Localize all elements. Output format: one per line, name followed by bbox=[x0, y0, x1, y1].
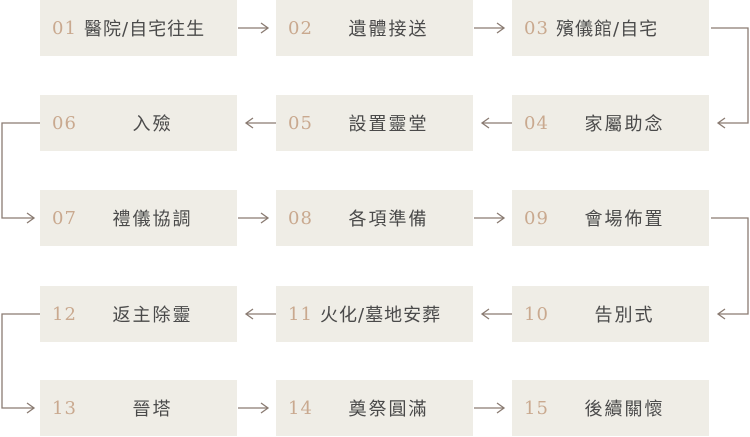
step-number: 02 bbox=[288, 17, 313, 39]
step-07: 07 禮儀協調 bbox=[40, 190, 237, 246]
arrow-14-15 bbox=[474, 402, 506, 414]
step-label: 告別式 bbox=[594, 305, 655, 326]
step-label: 禮儀協調 bbox=[112, 209, 193, 230]
step-number: 05 bbox=[288, 112, 313, 134]
step-14: 14 奠祭圓滿 bbox=[276, 380, 473, 436]
step-label: 會場佈置 bbox=[584, 209, 665, 230]
step-number: 13 bbox=[52, 397, 77, 419]
step-label: 各項準備 bbox=[348, 209, 429, 230]
elbow-12-13 bbox=[1, 313, 40, 414]
step-number: 12 bbox=[52, 303, 77, 325]
step-number: 07 bbox=[52, 207, 77, 229]
step-06: 06 入殮 bbox=[40, 95, 237, 151]
step-05: 05 設置靈堂 bbox=[276, 95, 473, 151]
step-number: 04 bbox=[524, 112, 549, 134]
step-15: 15 後續關懷 bbox=[512, 380, 709, 436]
step-label: 返主除靈 bbox=[112, 305, 193, 326]
arrow-02-03 bbox=[474, 22, 506, 34]
step-number: 03 bbox=[524, 17, 549, 39]
arrow-13-14 bbox=[238, 402, 270, 414]
elbow-03-04 bbox=[711, 27, 749, 129]
step-label: 入殮 bbox=[132, 114, 173, 135]
step-label: 醫院/自宅往生 bbox=[84, 19, 206, 40]
step-label: 火化/墓地安葬 bbox=[320, 305, 442, 326]
step-label: 家屬助念 bbox=[584, 114, 665, 135]
elbow-06-07 bbox=[1, 122, 40, 224]
arrow-01-02 bbox=[238, 22, 270, 34]
arrow-08-09 bbox=[474, 212, 506, 224]
step-08: 08 各項準備 bbox=[276, 190, 473, 246]
step-label: 晉塔 bbox=[132, 399, 173, 420]
step-number: 14 bbox=[288, 397, 313, 419]
step-12: 12 返主除靈 bbox=[40, 286, 237, 342]
elbow-09-10 bbox=[711, 217, 749, 320]
step-number: 09 bbox=[524, 207, 549, 229]
step-number: 15 bbox=[524, 397, 549, 419]
step-label: 後續關懷 bbox=[584, 399, 665, 420]
step-09: 09 會場佈置 bbox=[512, 190, 709, 246]
step-10: 10 告別式 bbox=[512, 286, 709, 342]
step-04: 04 家屬助念 bbox=[512, 95, 709, 151]
step-number: 06 bbox=[52, 112, 77, 134]
step-02: 02 遺體接送 bbox=[276, 0, 473, 56]
step-03: 03 殯儀館/自宅 bbox=[512, 0, 709, 56]
step-label: 殯儀館/自宅 bbox=[556, 19, 659, 40]
step-11: 11 火化/墓地安葬 bbox=[276, 286, 473, 342]
arrow-04-05 bbox=[480, 117, 512, 129]
step-number: 01 bbox=[52, 17, 77, 39]
arrow-10-11 bbox=[480, 308, 512, 320]
arrow-07-08 bbox=[238, 212, 270, 224]
step-label: 設置靈堂 bbox=[348, 114, 429, 135]
step-13: 13 晉塔 bbox=[40, 380, 237, 436]
step-label: 遺體接送 bbox=[348, 19, 429, 40]
step-number: 10 bbox=[524, 303, 549, 325]
step-number: 11 bbox=[288, 303, 313, 325]
arrow-05-06 bbox=[244, 117, 276, 129]
arrow-11-12 bbox=[244, 308, 276, 320]
step-01: 01 醫院/自宅往生 bbox=[40, 0, 237, 56]
step-number: 08 bbox=[288, 207, 313, 229]
step-label: 奠祭圓滿 bbox=[348, 399, 429, 420]
